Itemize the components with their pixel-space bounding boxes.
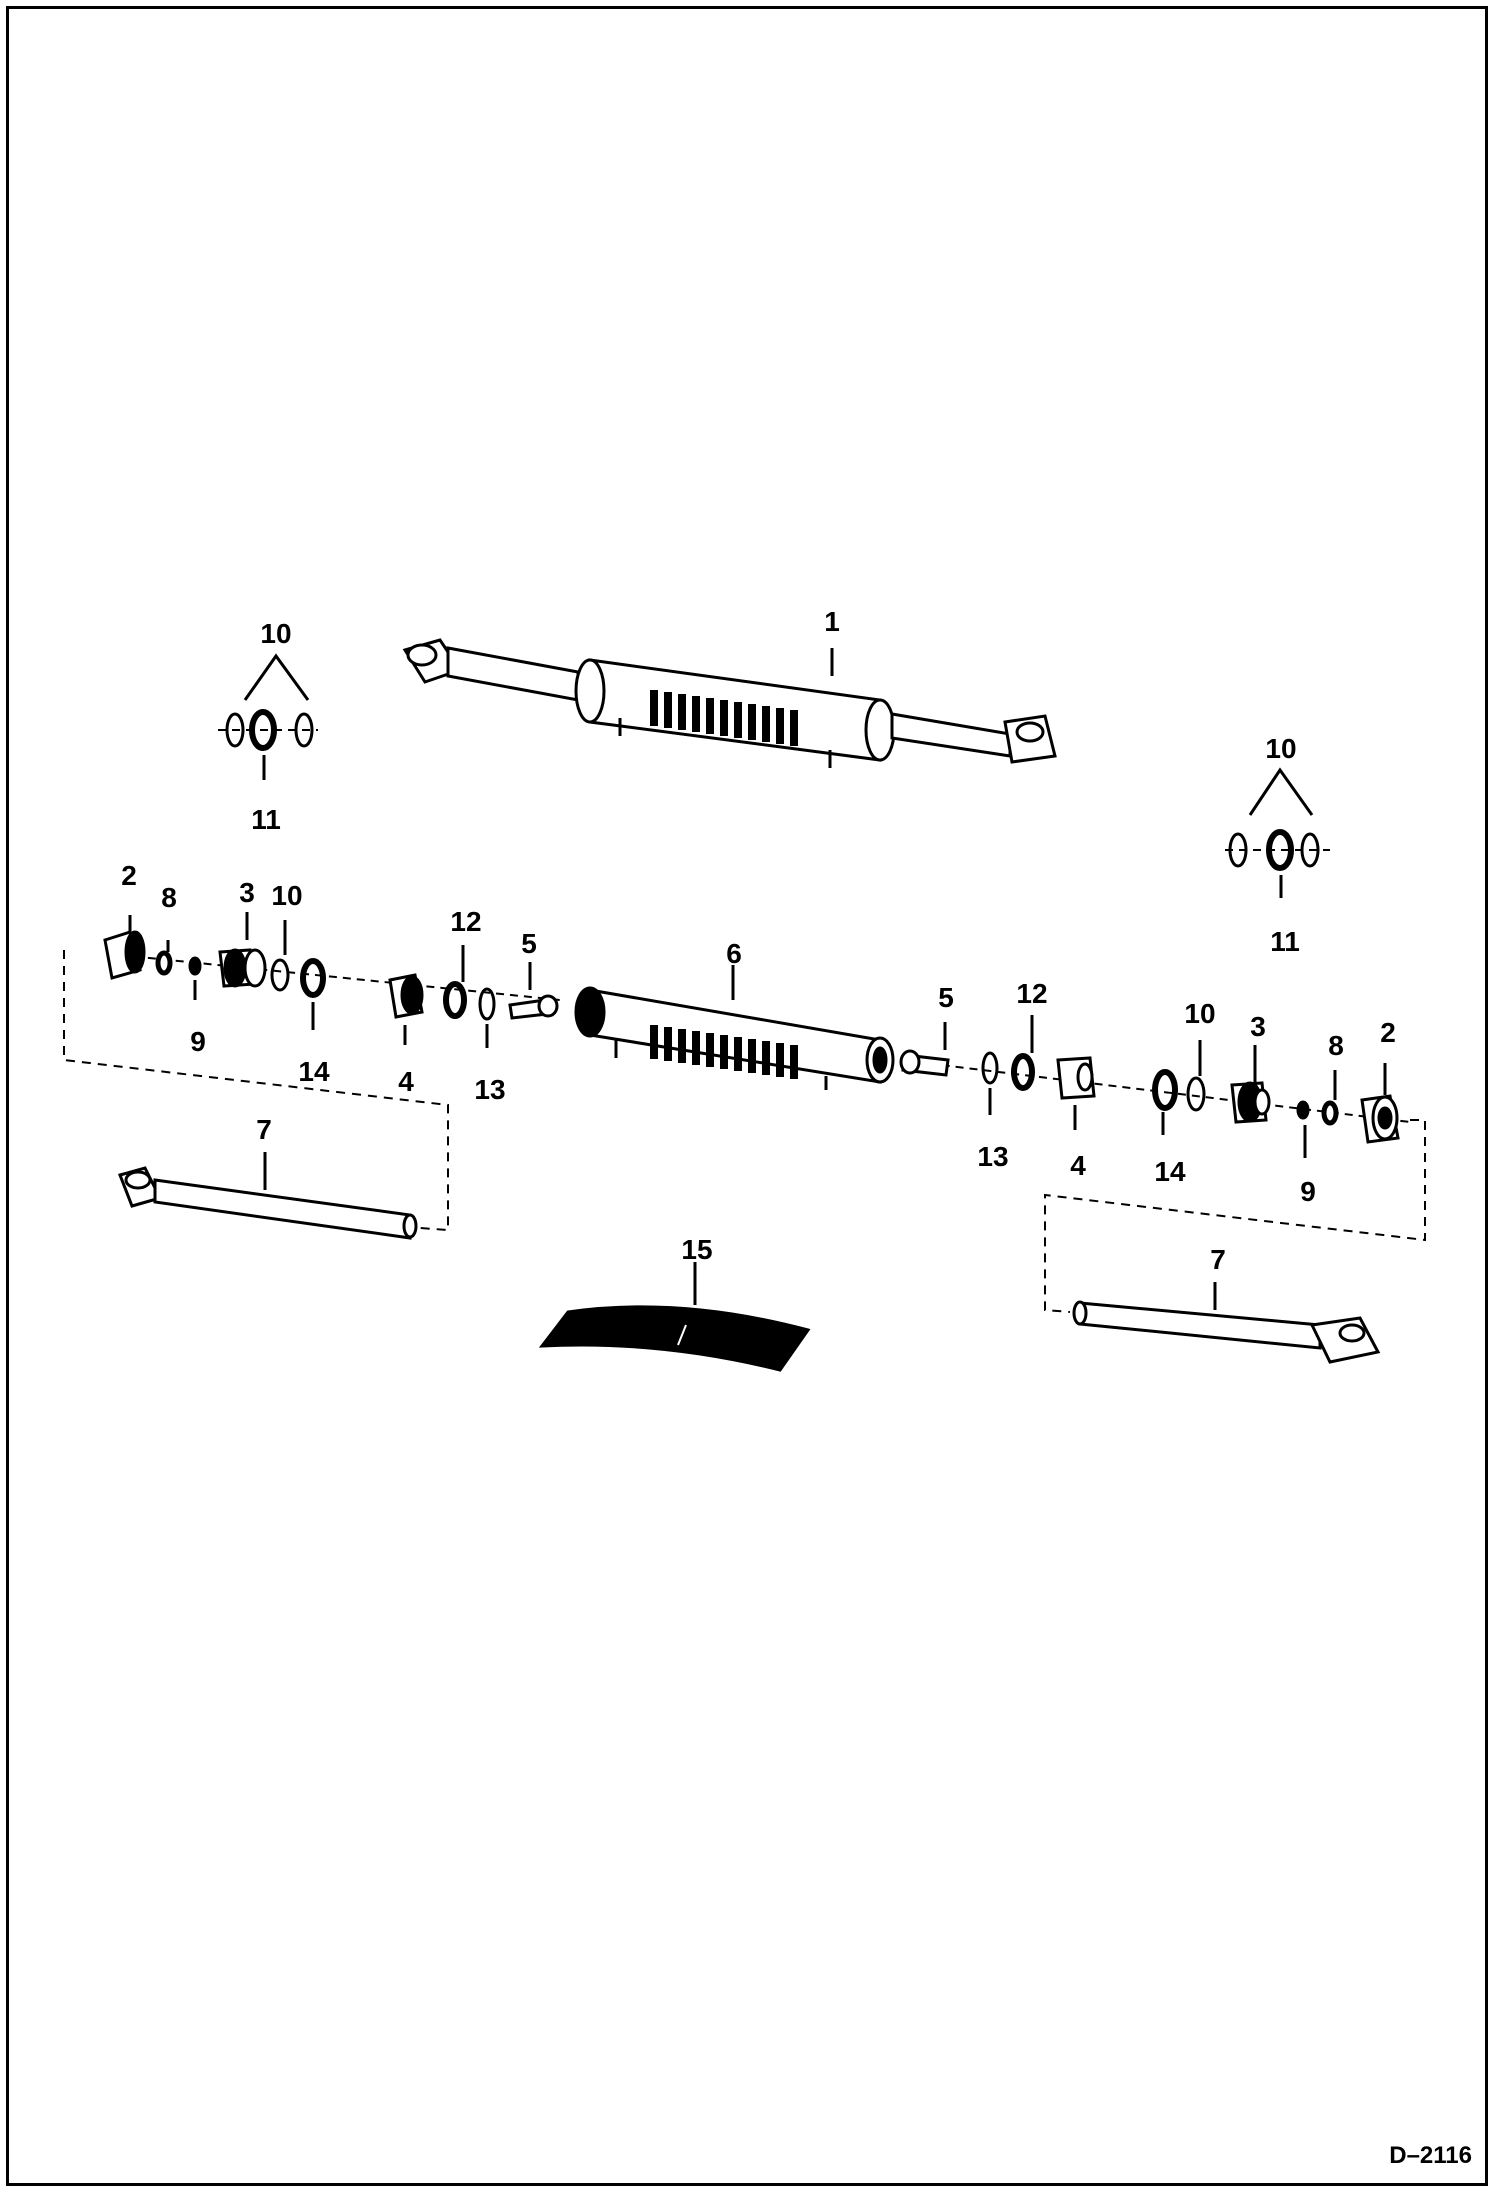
seal-group-right <box>1225 767 1330 898</box>
callout-13-left: 13 <box>474 1074 506 1105</box>
part-7-rod-right <box>1072 1300 1381 1364</box>
callout-6: 6 <box>726 938 742 969</box>
callout-13-right: 13 <box>977 1141 1009 1172</box>
part-6-barrel <box>574 986 895 1090</box>
callout-2-left: 2 <box>121 860 137 891</box>
callout-3-left: 3 <box>239 877 255 908</box>
callout-10-upper-left: 10 <box>260 618 292 649</box>
part-15-seal-kit <box>538 1305 811 1372</box>
leader-lines <box>128 648 1387 1310</box>
callout-14-left: 14 <box>298 1056 330 1087</box>
drawing-number: D–2116 <box>1389 2142 1472 2169</box>
callout-14-right: 14 <box>1154 1156 1186 1187</box>
drawing-border <box>6 6 1488 2186</box>
left-exploded-parts <box>63 930 561 1232</box>
callout-5-right: 5 <box>938 982 954 1013</box>
callout-9-left: 9 <box>190 1026 206 1057</box>
callout-7-left: 7 <box>256 1114 272 1145</box>
callout-10-upper-right: 10 <box>1265 733 1297 764</box>
callout-8-left: 8 <box>161 882 177 913</box>
part-7-rod-left <box>118 1166 418 1240</box>
callout-9-right: 9 <box>1300 1176 1316 1207</box>
callout-12-right: 12 <box>1016 978 1048 1009</box>
callout-2-right: 2 <box>1380 1017 1396 1048</box>
part-1-cylinder-assembly <box>402 638 1057 768</box>
callout-11-upper-left: 11 <box>251 804 281 835</box>
callout-8-right: 8 <box>1328 1030 1344 1061</box>
callout-5-left: 5 <box>521 928 537 959</box>
callout-10-left: 10 <box>271 880 303 911</box>
callout-1: 1 <box>824 606 840 637</box>
right-exploded-parts <box>899 1049 1426 1313</box>
callout-4-right: 4 <box>1070 1150 1086 1181</box>
callout-15: 15 <box>681 1234 713 1265</box>
callout-12-left: 12 <box>450 906 482 937</box>
callout-7-right: 7 <box>1210 1244 1226 1275</box>
callout-11-upper-right: 11 <box>1270 926 1300 957</box>
callout-10-right: 10 <box>1184 998 1216 1029</box>
seal-group-left <box>218 653 318 780</box>
callout-4-left: 4 <box>398 1066 414 1097</box>
callout-3-right: 3 <box>1250 1011 1266 1042</box>
